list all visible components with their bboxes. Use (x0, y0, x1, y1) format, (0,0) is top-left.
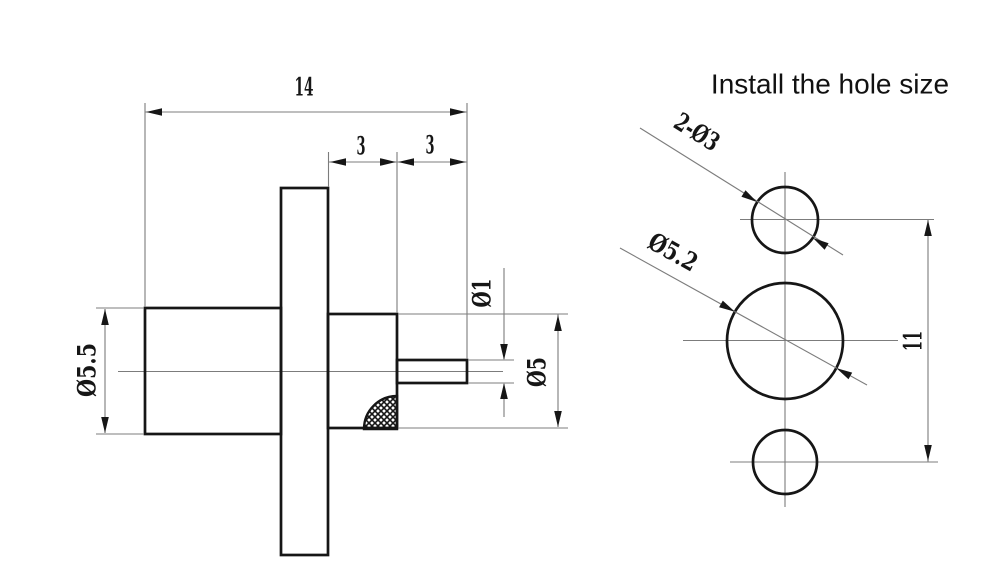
seal-hatch (362, 394, 399, 431)
arrowhead (924, 220, 932, 236)
dim-label-small-holes: 2-Ø3 (669, 107, 725, 157)
leader-line (639, 127, 844, 256)
pin-outline (395, 358, 469, 385)
arrowhead (450, 158, 466, 166)
top-hole-outline (750, 185, 820, 255)
dim-label-total-length: 14 (295, 73, 314, 102)
arrowhead (741, 190, 757, 202)
arrowhead (554, 315, 562, 331)
leader-line (619, 247, 868, 386)
arrowhead (101, 417, 109, 433)
arrowhead (330, 158, 346, 166)
dim-label-body-diameter: Ø5.5 (73, 343, 102, 397)
arrowhead (924, 445, 932, 461)
arrowhead (380, 158, 396, 166)
dim-label-segment-right: 3 (426, 131, 435, 160)
arrowhead (836, 368, 853, 380)
dim-label-pin-diameter: Ø1 (468, 279, 497, 308)
dim-pin-diameter: Ø1 (468, 268, 514, 417)
dim-label-segment-left: 3 (357, 132, 366, 161)
arrowhead (101, 309, 109, 325)
dim-label-center-hole: Ø5.2 (643, 227, 703, 278)
arrowhead (554, 411, 562, 427)
arrowhead (813, 238, 829, 250)
dim-label-insulator-diameter: Ø5 (523, 357, 552, 387)
leader-small-holes: 2-Ø3 (639, 107, 844, 256)
hole-view-title: Install the hole size (711, 69, 949, 100)
hole-view: Install the hole size 11 2-Ø3 Ø5.2 (619, 69, 949, 507)
dim-segments: 3 3 (327, 131, 467, 313)
arrowhead (719, 300, 735, 312)
dim-total-length: 14 (144, 73, 468, 359)
dim-label-hole-spacing: 11 (899, 331, 928, 351)
arrowhead (146, 108, 162, 116)
arrowhead (500, 344, 508, 360)
arrowhead (450, 108, 466, 116)
dim-hole-spacing: 11 (899, 219, 932, 462)
dim-body-diameter: Ø5.5 (73, 307, 144, 435)
dim-insulator-diameter: Ø5 (398, 313, 568, 429)
side-view: 14 3 3 Ø5.5 Ø1 (73, 73, 568, 557)
arrowhead (500, 383, 508, 399)
arrowhead (398, 158, 414, 166)
center-hole-outline (725, 281, 845, 401)
bottom-hole-outline (751, 428, 819, 496)
